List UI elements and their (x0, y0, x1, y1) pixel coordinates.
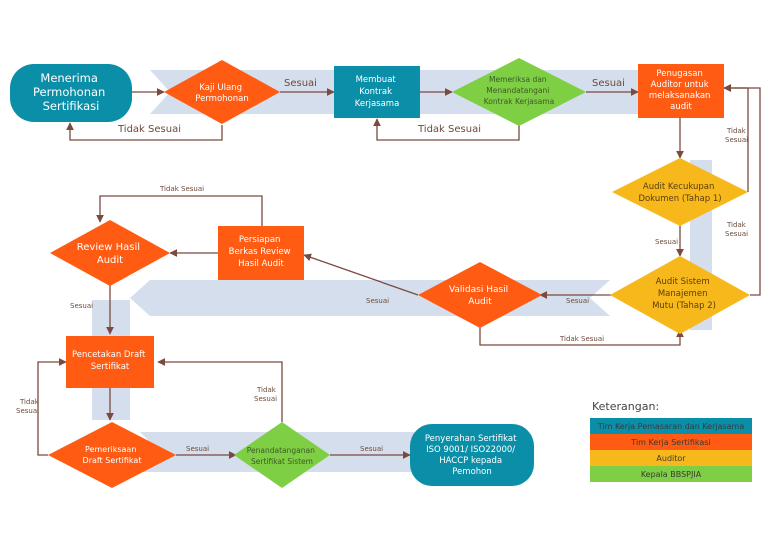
legend-swatch-pemasaran (590, 418, 752, 434)
node-penyerahan-line2: ISO 9001/ ISO22000/ (426, 445, 515, 455)
node-menerima-line3: Sertifikasi (43, 99, 100, 113)
edge-label-tidak-sesuai-7b: Sesuai (16, 407, 39, 415)
node-membuat-kontrak: Membuat Kontrak Kerjasama (334, 66, 420, 118)
node-pemeriksaan-line1: Pemeriksaan (85, 445, 136, 454)
svg-text:Penyerahan Sertifikat IS: Penyerahan Sertifikat ISO 9001/ ISO22000… (425, 434, 519, 477)
svg-text:Penandatanganan Sertifik: Penandatanganan Sertifikat Sistem (247, 446, 317, 466)
edge-label-sesuai-2: Sesuai (592, 78, 625, 89)
node-audit-sistem-line2: Manajemen (658, 289, 708, 299)
node-audit-kecukupan: Audit Kecukupan Dokumen (Tahap 1) (612, 158, 748, 226)
node-membuat-kontrak-line2: Kontrak (359, 87, 392, 97)
legend-swatch-auditor (590, 450, 752, 466)
node-persiapan-line2: Berkas Review (229, 247, 291, 257)
edge-label-tidak-sesuai-3b: Sesuai (725, 136, 748, 144)
edge-label-sesuai-5: Sesuai (366, 297, 389, 305)
legend-label-kepala: Kepala BBSPJIA (641, 470, 702, 479)
node-persiapan-line1: Persiapan (239, 235, 281, 245)
node-penandatanganan-sertifikat: Penandatanganan Sertifikat Sistem (234, 422, 330, 488)
node-memeriksa-kontrak: Memeriksa dan Menandatangani Kontrak Ker… (452, 58, 586, 126)
legend-label-pemasaran: Tim Kerja Pemasaran dan Kerjasama (597, 422, 745, 431)
legend-label-auditor: Auditor (656, 454, 686, 463)
edge-label-tidak-sesuai-3a: Tidak (726, 127, 747, 135)
edge-label-sesuai-6: Sesuai (70, 302, 93, 310)
edge-label-sesuai-4: Sesuai (566, 297, 589, 305)
node-penyerahan-line4: Pemohon (452, 467, 492, 477)
node-memeriksa-line2: Menandatangani (486, 86, 549, 95)
edge-labels: Sesuai Tidak Sesuai Sesuai Tidak Sesuai … (16, 78, 748, 453)
svg-text:Pencetakan Draft Sertifi: Pencetakan Draft Sertifikat (72, 350, 148, 372)
svg-text:Menerima Permohonan: Menerima Permohonan Sertifikasi (33, 71, 109, 113)
edge-label-tidak-sesuai-1: Tidak Sesuai (117, 124, 181, 135)
svg-text:Persiapan Berkas Review: Persiapan Berkas Review Hasil Audit (229, 235, 294, 269)
node-penugasan-line4: audit (670, 102, 692, 112)
node-pencetakan-line1: Pencetakan Draft (72, 350, 146, 360)
node-kaji-ulang: Kaji Ulang Permohonan (164, 60, 280, 124)
node-validasi-line2: Audit (468, 297, 492, 307)
legend-swatch-kepala (590, 466, 752, 482)
node-audit-sistem-line3: Mutu (Tahap 2) (652, 301, 716, 311)
node-penandatanganan-line2: Sertifikat Sistem (251, 457, 313, 466)
node-review-line1: Review Hasil (77, 242, 140, 253)
node-review-hasil-audit: Review Hasil Audit (50, 220, 170, 286)
node-pemeriksaan-line2: Draft Sertifikat (83, 456, 142, 465)
node-menerima-line1: Menerima (40, 71, 98, 85)
node-menerima-line2: Permohonan (33, 85, 105, 99)
node-membuat-kontrak-line1: Membuat (356, 75, 397, 85)
node-validasi-hasil-audit: Validasi Hasil Audit (418, 262, 542, 328)
node-pencetakan-line2: Sertifikat (91, 362, 130, 372)
svg-text:Pemeriksaan Draft Sertif: Pemeriksaan Draft Sertifikat (83, 445, 142, 465)
node-penugasan-line1: Penugasan (656, 69, 702, 79)
node-persiapan-berkas: Persiapan Berkas Review Hasil Audit (218, 226, 304, 280)
node-pencetakan-draft: Pencetakan Draft Sertifikat (66, 336, 154, 388)
edge-label-sesuai-3: Sesuai (655, 238, 678, 246)
svg-text:Audit Kecukupan Dokumen: Audit Kecukupan Dokumen (Tahap 1) (638, 182, 721, 204)
edge-label-sesuai-7: Sesuai (186, 445, 209, 453)
node-penyerahan-line3: HACCP kepada (439, 456, 502, 466)
edge-label-sesuai-8: Sesuai (360, 445, 383, 453)
svg-text:Review Hasil Audit: Review Hasil Audit (77, 242, 143, 266)
edge-label-tidak-sesuai-8a: Tidak (256, 386, 277, 394)
legend-title: Keterangan: (592, 400, 659, 413)
node-audit-sistem: Audit Sistem Manajemen Mutu (Tahap 2) (610, 256, 750, 334)
node-penyerahan-sertifikat: Penyerahan Sertifikat ISO 9001/ ISO22000… (410, 424, 534, 486)
legend: Keterangan: Tim Kerja Pemasaran dan Kerj… (590, 400, 752, 482)
node-memeriksa-line3: Kontrak Kerjasama (484, 97, 555, 106)
node-audit-kecukupan-line2: Dokumen (Tahap 1) (638, 194, 721, 204)
node-penyerahan-line1: Penyerahan Sertifikat (425, 434, 517, 444)
node-membuat-kontrak-line3: Kerjasama (355, 99, 400, 109)
svg-text:Kaji Ulang Permohonan: Kaji Ulang Permohonan (195, 83, 248, 104)
edge-label-tidak-sesuai-5: Tidak Sesuai (559, 335, 604, 343)
edge-label-tidak-sesuai-2: Tidak Sesuai (417, 124, 481, 135)
node-persiapan-line3: Hasil Audit (238, 259, 284, 269)
node-validasi-line1: Validasi Hasil (449, 285, 508, 295)
node-penugasan-auditor: Penugasan Auditor untuk melaksanakan aud… (638, 64, 724, 118)
node-pemeriksaan-draft: Pemeriksaan Draft Sertifikat (48, 422, 176, 488)
edge-label-tidak-sesuai-4a: Tidak (726, 221, 747, 229)
legend-swatch-sertifikasi (590, 434, 752, 450)
node-memeriksa-line1: Memeriksa dan (489, 75, 547, 84)
node-kaji-ulang-line1: Kaji Ulang (199, 83, 242, 93)
edge-label-tidak-sesuai-7a: Tidak (19, 398, 40, 406)
node-audit-kecukupan-line1: Audit Kecukupan (643, 182, 714, 192)
svg-text:Audit Sistem Manajemen: Audit Sistem Manajemen Mutu (Tahap 2) (652, 277, 716, 311)
svg-text:Validasi Hasil Audit: Validasi Hasil Audit (449, 285, 511, 307)
edge-label-tidak-sesuai-4b: Sesuai (725, 230, 748, 238)
connectors (37, 84, 761, 459)
svg-text:Membuat Kontrak Ke: Membuat Kontrak Kerjasama (355, 75, 400, 109)
legend-label-sertifikasi: Tim Kerja Sertifikasi (630, 438, 710, 447)
node-menerima-permohonan: Menerima Permohonan Sertifikasi (10, 64, 132, 122)
node-penugasan-line2: Auditor untuk (651, 80, 709, 90)
svg-text:Memeriksa dan Menandatan: Memeriksa dan Menandatangani Kontrak Ker… (484, 75, 555, 106)
svg-text:Penugasan Auditor untuk: Penugasan Auditor untuk melaksanakan aud… (649, 69, 713, 112)
node-penandatanganan-line1: Penandatanganan (247, 446, 315, 455)
node-audit-sistem-line1: Audit Sistem (656, 277, 710, 287)
edge-label-sesuai-1: Sesuai (284, 78, 317, 89)
edge-label-tidak-sesuai-6: Tidak Sesuai (159, 185, 204, 193)
node-review-line2: Audit (97, 255, 123, 266)
node-penugasan-line3: melaksanakan (649, 91, 711, 101)
node-kaji-ulang-line2: Permohonan (195, 94, 248, 104)
edge-label-tidak-sesuai-8b: Sesuai (254, 395, 277, 403)
